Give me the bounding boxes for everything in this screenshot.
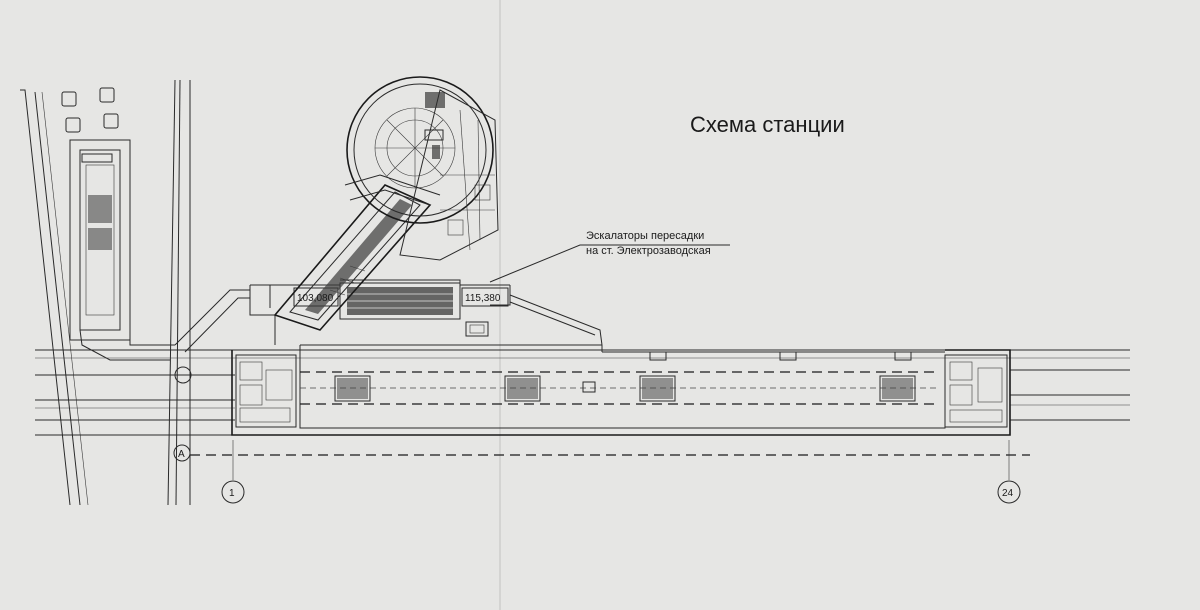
elevation-right: 115,380 bbox=[465, 293, 501, 304]
transfer-concourse bbox=[174, 279, 603, 353]
callout-line-1: Эскалаторы пересадки bbox=[586, 230, 704, 242]
axis-bubble-a bbox=[173, 444, 191, 462]
axis-bubble-upper bbox=[174, 366, 192, 384]
axis-bubble-1 bbox=[221, 480, 245, 504]
round-vestibule bbox=[273, 76, 499, 331]
elevation-left: 103,080 bbox=[297, 293, 334, 304]
axis-label-24: 24 bbox=[1002, 488, 1014, 499]
axis-label-1: 1 bbox=[229, 488, 235, 499]
axis-grid bbox=[173, 366, 1030, 504]
drawing-title: Схема станции bbox=[690, 112, 845, 137]
existing-station-block bbox=[20, 79, 191, 506]
axis-label-a: A bbox=[178, 449, 185, 460]
callout-leader bbox=[489, 244, 730, 283]
axis-bubble-24 bbox=[997, 480, 1021, 504]
callout-line-2: на ст. Электрозаводская bbox=[586, 245, 711, 257]
track-lines bbox=[35, 349, 1130, 436]
main-platform-hall bbox=[231, 344, 1011, 436]
